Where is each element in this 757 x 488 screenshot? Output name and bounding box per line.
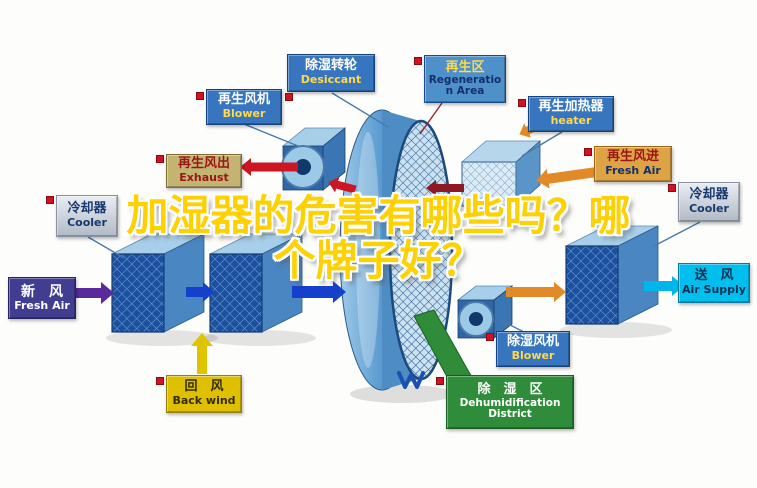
label-regeneration-en: Regeneration Area [428,74,502,98]
connector-marker [156,377,164,385]
headline-text: 加湿器的危害有哪些吗？哪 个牌子好？ [0,191,757,285]
connector-marker [518,99,526,107]
label-cooler-left-zh: 冷却器 [67,201,107,217]
label-air-supply-zh: 送 风 [694,268,734,284]
rotor-mount-icon [397,371,425,389]
exhaust-out-arrow [240,158,298,176]
label-connector-lines [87,92,701,333]
label-regen-heater-en: heater [550,114,592,128]
label-exhaust-zh: 再生风出 [177,156,230,172]
process-air-arrow-2 [292,281,346,303]
label-dehum-blower-en: Blower [511,349,555,363]
label-regen-fresh-air-zh: 再生风进 [606,149,659,165]
label-cooler-right: 冷却器 Cooler [668,182,740,222]
label-cooler-right-zh: 冷却器 [689,187,729,203]
connector-marker [196,92,204,100]
ahu-unit-middle [209,233,303,333]
return-air-arrow [191,333,213,374]
label-regen-fresh-air: 再生风进 Fresh Air [584,146,672,182]
connector-marker [668,184,676,192]
label-regen-blower-en: Blower [222,107,266,121]
label-regen-blower-zh: 再生风机 [217,92,270,108]
supply-air-arrow [644,276,684,296]
regen-air-rotor-arrow [426,180,464,196]
connector-marker [46,196,54,204]
label-desiccant-en: Desiccant [300,73,362,87]
label-fresh-air: 新 风 Fresh Air [8,277,76,319]
fresh-air-inlet-arrow [72,282,114,304]
flow-arrows [72,118,684,374]
label-dehum-blower: 除湿风机 Blower [486,331,570,367]
process-air-arrow-1 [186,282,214,302]
label-regen-heater-zh: 再生加热器 [538,99,604,115]
rotor-to-fan-arrow [328,176,357,194]
label-regen-blower: 再生风机 Blower [196,89,282,125]
ahu-unit-right [565,225,659,325]
ground-shadows [106,322,672,403]
dehum-blower-unit [456,285,514,339]
label-regeneration-area: 再生区 Regeneration Area [414,55,506,103]
connector-marker [156,155,164,163]
label-air-supply-en: Air Supply [682,283,746,297]
connector-marker [584,148,592,156]
connector-marker [486,333,494,341]
ahu-unit-left [111,233,205,333]
label-cooler-left: 冷却器 Cooler [46,195,118,237]
label-cooler-right-en: Cooler [689,202,729,216]
label-dehum-district-en2: District [488,408,532,421]
headline-line2: 个牌子好？ [273,235,484,285]
label-back-wind-en: Back wind [172,394,236,408]
label-exhaust-en: Exhaust [179,171,229,185]
label-fresh-air-en: Fresh Air [14,298,70,312]
label-dehum-district: 除 湿 区 Dehumidification District [436,375,574,429]
connector-marker [285,93,293,101]
headline-line1: 加湿器的危害有哪些吗？哪 [126,191,631,240]
label-air-supply: 送 风 Air Supply [678,263,750,303]
label-back-wind: 回 风 Back wind [156,375,242,413]
label-desiccant-zh: 除湿转轮 [304,58,357,74]
label-dehum-district-zh: 除 湿 区 [477,381,543,397]
connector-marker [414,57,422,65]
label-back-wind-zh: 回 风 [184,379,224,395]
regen-air-in-arrow [536,166,601,189]
label-dehum-blower-zh: 除湿风机 [506,334,559,350]
label-cooler-left-en: Cooler [67,216,107,230]
label-desiccant: 除湿转轮 Desiccant [285,54,375,101]
regen-blower-unit [281,127,347,191]
label-regeneration-zh: 再生区 [445,59,485,75]
label-dehum-district-en: Dehumidification [459,396,561,409]
label-regen-heater: 再生加热器 heater [518,96,614,132]
connector-marker [436,377,444,385]
dry-air-to-unit-arrow [506,282,566,302]
label-fresh-air-zh: 新 风 [21,283,63,300]
label-regen-fresh-air-en: Fresh Air [605,164,661,178]
label-exhaust: 再生风出 Exhaust [156,154,242,188]
